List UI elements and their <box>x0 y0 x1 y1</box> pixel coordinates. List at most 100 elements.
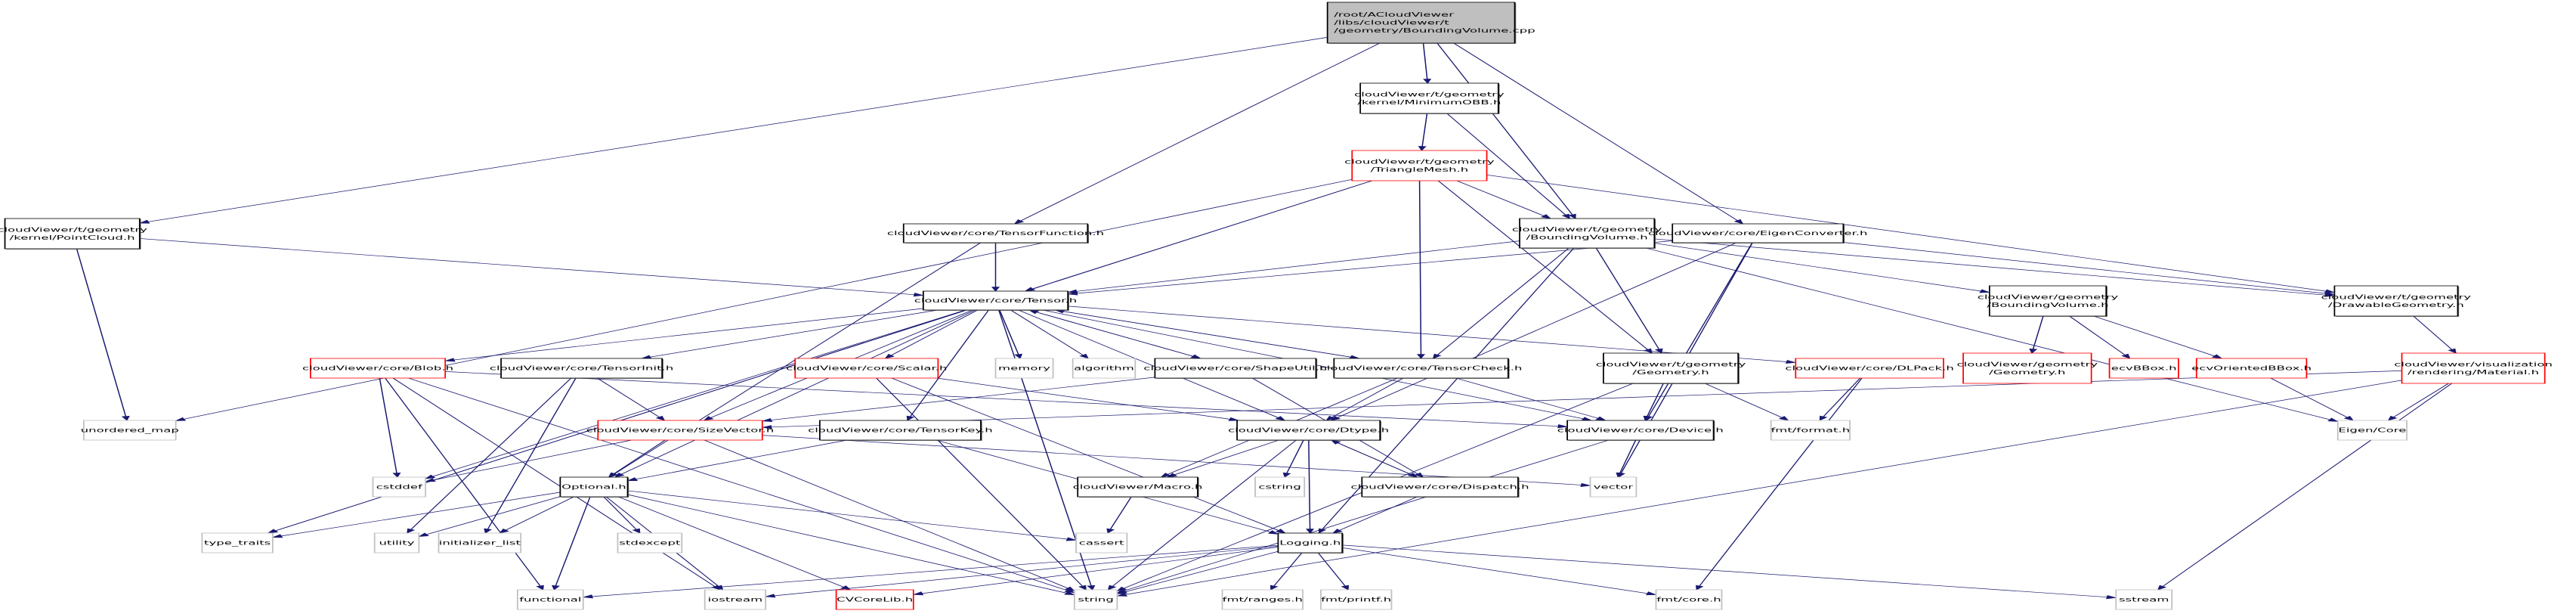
node-unordered-map[interactable]: unordered_map <box>81 420 179 441</box>
edge-device-to-vector <box>1616 439 1637 478</box>
node-trianglemesh[interactable]: cloudViewer/t/geometry/TriangleMesh.h <box>1344 150 1495 181</box>
node-dlpack[interactable]: cloudViewer/core/DLPack.h <box>1785 358 1954 379</box>
edge-dtype-to-macro <box>1166 439 1279 478</box>
node-box <box>559 476 629 498</box>
node-cvcorelib[interactable]: CVCoreLib.h <box>835 589 914 610</box>
node-string[interactable]: string <box>1073 589 1118 610</box>
node-label: utility <box>379 540 415 547</box>
edge-dtype-to-logging <box>1305 439 1315 534</box>
arrowhead-icon <box>626 477 639 482</box>
node-label: /root/ACloudViewer <box>1334 12 1455 19</box>
node-dispatch[interactable]: cloudViewer/core/Dispatch.h <box>1351 476 1529 498</box>
node-label: /rendering/Material.h <box>2407 369 2539 376</box>
node-device[interactable]: cloudViewer/core/Device.h <box>1557 420 1724 441</box>
edge-line <box>1647 383 1664 417</box>
node-fmt-format[interactable]: fmt/format.h <box>1770 420 1851 441</box>
edge-line <box>1010 309 1084 355</box>
edge-tensor-to-tensorkey <box>906 309 990 421</box>
arrowhead-icon <box>1561 213 1571 219</box>
node-fmt-core[interactable]: fmt/core.h <box>1655 589 1723 610</box>
node-sstream[interactable]: sstream <box>2115 589 2173 610</box>
node-utility[interactable]: utility <box>373 532 420 554</box>
node-cstring[interactable]: cstring <box>1254 476 1306 498</box>
node-optional[interactable]: Optional.h <box>559 476 629 498</box>
edge-line <box>506 496 574 531</box>
node-label: cloudViewer/core/DLPack.h <box>1785 365 1953 372</box>
edge-line <box>1124 439 1610 591</box>
node-label: cassert <box>1079 540 1124 547</box>
node-fmt-ranges[interactable]: fmt/ranges.h <box>1221 589 1303 610</box>
node-ecvorientedbbox[interactable]: ecvOrientedBBox.h <box>2191 358 2312 379</box>
node-g-boundingvolume[interactable]: cloudViewer/geometry/BoundingVolume.h <box>1978 285 2119 317</box>
node-minimumobb[interactable]: cloudViewer/t/geometry/kernel/MinimumOBB… <box>1354 82 1504 114</box>
node-material[interactable]: cloudViewer/visualization/rendering/Mate… <box>2394 352 2553 384</box>
node-scalar[interactable]: cloudViewer/core/Scalar.h <box>786 358 947 379</box>
edge-line <box>1437 180 1648 350</box>
node-g-geometry[interactable]: cloudViewer/geometry/Geometry.h <box>1957 352 2098 384</box>
node-tensorfunction[interactable]: cloudViewer/core/TensorFunction.h <box>887 223 1104 243</box>
node-memory[interactable]: memory <box>994 358 1054 379</box>
node-iostream[interactable]: iostream <box>704 589 767 610</box>
node-shapeutil[interactable]: cloudViewer/core/ShapeUtil.h <box>1143 358 1327 379</box>
arrowhead-icon <box>608 472 618 478</box>
node-macro[interactable]: cloudViewer/Macro.h <box>1073 476 1203 498</box>
edge-line <box>1823 377 1861 417</box>
edge-optional-to-utility <box>418 496 561 538</box>
node-tensorinit[interactable]: cloudViewer/core/TensorInit.h <box>490 358 673 379</box>
arrowhead-icon <box>1065 537 1078 541</box>
node-vector[interactable]: vector <box>1589 476 1637 498</box>
edge-line <box>1453 42 1738 221</box>
edge-optional-to-cvcorelib <box>617 496 852 591</box>
node-cstddef[interactable]: cstddef <box>372 476 426 498</box>
node-functional[interactable]: functional <box>516 589 584 610</box>
node-label: cloudViewer/t/geometry <box>1512 226 1662 233</box>
node-sizevector[interactable]: cloudViewer/core/SizeVector.h <box>586 420 775 441</box>
node-box <box>1351 150 1488 181</box>
node-dtype[interactable]: cloudViewer/core/Dtype.h <box>1228 420 1389 441</box>
node-t-boundingvolume[interactable]: cloudViewer/t/geometry/BoundingVolume.h <box>1512 218 1662 249</box>
node-type-traits[interactable]: type_traits <box>201 532 274 554</box>
edge-line <box>620 309 976 475</box>
node-ecvbbox[interactable]: ecvBBox.h <box>2108 358 2179 379</box>
node-pointcloud[interactable]: cloudViewer/t/geometry/kernel/PointCloud… <box>0 218 147 250</box>
node-label: /Geometry.h <box>1989 369 2065 376</box>
edge-line <box>1342 544 2107 598</box>
edge-optional-to-functional <box>552 496 591 591</box>
node-algorithm[interactable]: algorithm <box>1072 358 1136 379</box>
edge-blob-to-iostream <box>392 377 721 591</box>
edge-scalar-to-string <box>876 377 1087 591</box>
node-label: cloudViewer/t/geometry <box>1344 159 1495 166</box>
node-root[interactable]: /root/ACloudViewer/libs/cloudViewer/t/ge… <box>1326 2 1535 44</box>
node-label: cloudViewer/core/TensorCheck.h <box>1320 365 1523 372</box>
node-cassert[interactable]: cassert <box>1075 532 1128 554</box>
edge-macro-to-cassert <box>1106 496 1132 534</box>
node-tensorkey[interactable]: cloudViewer/core/TensorKey.h <box>808 420 993 441</box>
node-tensorcheck[interactable]: cloudViewer/core/TensorCheck.h <box>1320 358 1523 379</box>
node-eigenconverter[interactable]: cloudViewer/core/EigenConverter.h <box>1648 223 1868 243</box>
arrowhead-icon <box>761 418 773 423</box>
arrowhead-icon <box>1267 530 1279 535</box>
node-logging[interactable]: Logging.h <box>1277 532 1344 554</box>
edge-optional-to-string <box>627 494 1076 595</box>
node-t-geometry[interactable]: cloudViewer/t/geometry/Geometry.h <box>1596 352 1746 384</box>
node-label: fmt/core.h <box>1656 597 1721 603</box>
edge-optional-to-stdexcept <box>603 496 641 534</box>
node-initializer-list[interactable]: initializer_list <box>438 532 522 554</box>
arrowhead-icon <box>2448 348 2457 354</box>
edge-tensorinit-to-utility <box>407 377 572 534</box>
node-eigen-core[interactable]: Eigen/Core <box>2336 420 2407 441</box>
edge-line <box>410 377 572 530</box>
edge-dispatch-to-dtype <box>1330 439 1418 478</box>
edge-line <box>592 544 1279 597</box>
edge-line <box>1032 180 1373 290</box>
node-label: fmt/printf.h <box>1321 597 1391 603</box>
edge-g_boundingvolume-to-ecvorientedbbox <box>2093 315 2223 359</box>
arrowhead-icon <box>1654 348 1663 354</box>
node-label: cloudViewer/core/TensorFunction.h <box>887 231 1104 237</box>
node-stdexcept[interactable]: stdexcept <box>617 532 683 554</box>
node-tensor[interactable]: cloudViewer/core/Tensor.h <box>914 290 1077 311</box>
edge-line <box>1645 247 2330 420</box>
node-blob[interactable]: cloudViewer/core/Blob.h <box>302 358 453 379</box>
node-drawablegeometry[interactable]: cloudViewer/t/geometry/DrawableGeometry.… <box>2321 285 2472 317</box>
node-fmt-printf[interactable]: fmt/printf.h <box>1320 589 1393 610</box>
